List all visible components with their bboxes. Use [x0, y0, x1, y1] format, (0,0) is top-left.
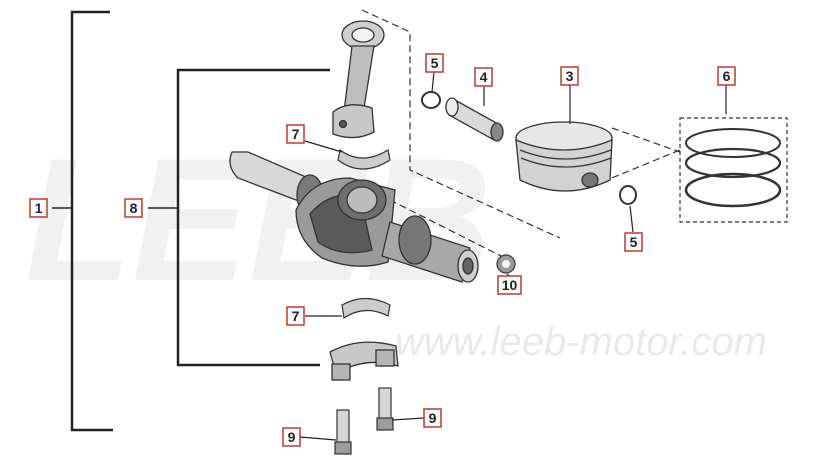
- callout-6-label: 6: [723, 68, 731, 84]
- callout-5-upper: 5: [425, 53, 444, 73]
- callout-4: 4: [474, 67, 493, 87]
- piston-ring-set: [679, 117, 788, 223]
- crankshaft: [229, 151, 479, 283]
- leader-lines: [299, 71, 727, 441]
- bracket-assembly-1: [52, 10, 113, 432]
- callout-7-upper-label: 7: [292, 126, 300, 142]
- washer-10: [496, 254, 516, 274]
- callout-1-label: 1: [35, 200, 43, 216]
- callout-10-label: 10: [502, 277, 518, 293]
- callout-9-left: 9: [282, 427, 301, 447]
- watermark-url: www.leeb-motor.com: [395, 320, 767, 364]
- callout-1: 1: [29, 198, 48, 218]
- callout-9-left-label: 9: [288, 429, 296, 445]
- callout-9-right: 9: [423, 408, 442, 428]
- connecting-rod: [332, 20, 385, 139]
- callout-3-label: 3: [566, 68, 574, 84]
- callout-7-lower-label: 7: [292, 308, 300, 324]
- piston-pin: [445, 97, 504, 142]
- circlip-upper: [421, 91, 441, 109]
- circlip-lower: [619, 185, 637, 205]
- callout-7-upper: 7: [286, 124, 305, 144]
- callout-8-label: 8: [130, 200, 138, 216]
- callout-6: 6: [717, 66, 736, 86]
- callout-10: 10: [497, 275, 522, 295]
- callout-8: 8: [124, 198, 143, 218]
- bearing-shell-upper: [337, 148, 391, 170]
- callout-4-label: 4: [480, 69, 488, 85]
- cap-bolt-right: [376, 387, 394, 431]
- cap-bolt-left: [334, 409, 352, 455]
- bracket-assembly-8: [148, 68, 330, 367]
- callout-5-lower: 5: [624, 232, 643, 252]
- bearing-shell-lower: [341, 297, 391, 320]
- callout-3: 3: [560, 66, 579, 86]
- callout-5-lower-label: 5: [630, 234, 638, 250]
- callout-5-upper-label: 5: [431, 55, 439, 71]
- rod-cap: [329, 341, 399, 381]
- alignment-dashed-lines: [361, 9, 681, 259]
- callout-7-lower: 7: [286, 306, 305, 326]
- piston: [515, 121, 613, 192]
- callout-9-right-label: 9: [429, 410, 437, 426]
